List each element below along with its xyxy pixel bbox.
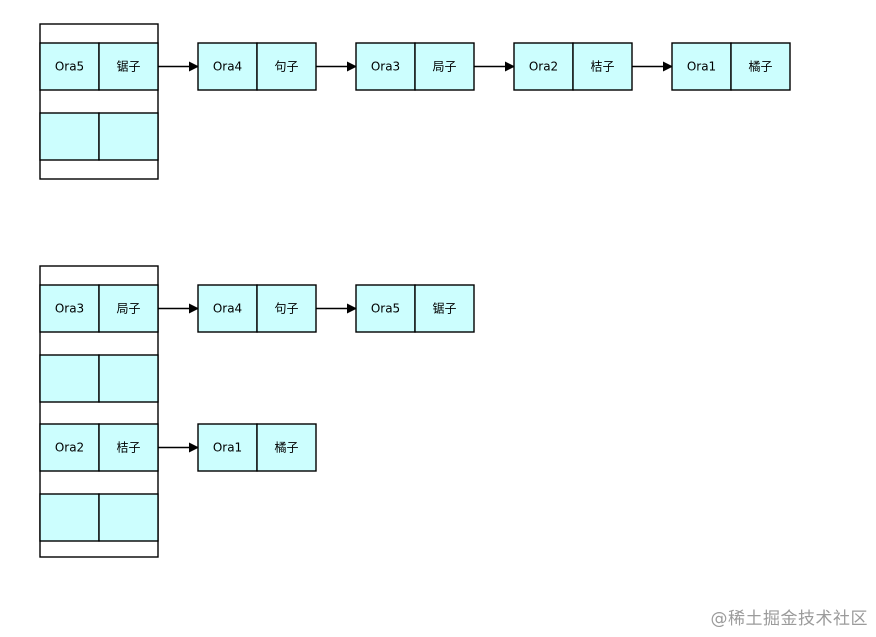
bucket-2-4-key-cell [39,493,100,542]
node-1-1-1-key: Ora4 [213,60,242,74]
node-1-1-2-key: Ora3 [371,60,400,74]
bucket-2-2-key-cell [39,354,100,403]
bucket-1-1-key-cell [39,42,100,91]
node-2-3-1-value-cell [256,423,317,472]
node-1-1-4-key-cell [671,42,732,91]
node-2-1-1-key-cell [197,284,258,333]
node-1-1-3-key: Ora2 [529,60,558,74]
node-1-1-4-value-cell [730,42,791,91]
bucket-1-2-key-cell [39,112,100,161]
bucket-1-2-value-cell [98,112,159,161]
bucket-1-1-key: Ora5 [55,60,84,74]
node-1-1-3-key-cell [513,42,574,91]
node-2-3-1-key: Ora1 [213,441,242,455]
bucket-1-1-value: 锯子 [116,59,140,74]
node-2-1-1-value-cell [256,284,317,333]
node-1-1-4-value: 橘子 [748,59,772,74]
bucket-2-3-value: 桔子 [116,441,140,455]
node-2-1-2-value-cell [414,284,475,333]
node-2-3-1-key-cell [197,423,258,472]
node-2-1-2-key-cell [355,284,416,333]
node-1-1-2-value: 局子 [432,60,456,74]
bucket-2-2-value-cell [98,354,159,403]
node-2-1-2-key: Ora5 [371,302,400,316]
node-1-1-3-value-cell [572,42,633,91]
node-1-1-4-key: Ora1 [687,60,716,74]
node-2-1-1-key: Ora4 [213,302,242,316]
bucket-2-3-key: Ora2 [55,441,84,455]
node-2-1-2-value: 锯子 [432,301,456,316]
node-2-3-1-value: 橘子 [274,440,298,455]
node-1-1-2-key-cell [355,42,416,91]
bucket-2-1-key-cell [39,284,100,333]
bucket-2-1-value: 局子 [116,302,140,316]
bucket-2-1-value-cell [98,284,159,333]
watermark: @稀土掘金技术社区 [710,609,868,629]
bucket-2-1-key: Ora3 [55,302,84,316]
node-1-1-2-value-cell [414,42,475,91]
node-2-1-1-value: 句子 [274,302,298,316]
bucket-1-1-value-cell [98,42,159,91]
bucket-2-4-value-cell [98,493,159,542]
node-1-1-3-value: 桔子 [590,60,614,74]
node-1-1-1-value: 句子 [274,60,298,74]
